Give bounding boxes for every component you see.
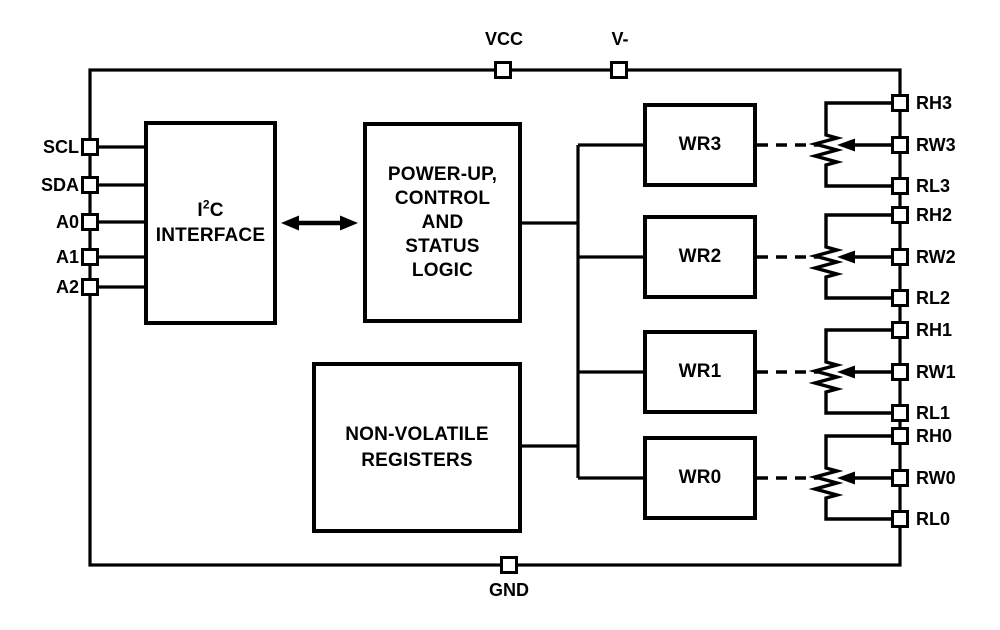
power-label-line5: LOGIC bbox=[411, 259, 474, 281]
resistor-2 bbox=[808, 213, 893, 300]
pin-label-rl0: RL0 bbox=[916, 509, 951, 529]
pin-rh0-square bbox=[891, 427, 909, 445]
pin-label-rl3: RL3 bbox=[916, 176, 951, 196]
wiper-3-arrowhead bbox=[837, 138, 855, 152]
pin-rw2-square bbox=[891, 248, 909, 266]
pin-rl1-square bbox=[891, 404, 909, 422]
pin-gnd-square bbox=[500, 556, 518, 574]
pin-rh2-square bbox=[891, 206, 909, 224]
pin-label-rh3: RH3 bbox=[916, 93, 953, 113]
pin-label-vminus: V- bbox=[611, 29, 629, 49]
non-volatile-registers-block: NON-VOLATILE REGISTERS bbox=[312, 362, 522, 533]
potentiometer-2 bbox=[757, 213, 893, 300]
pin-label-rw2: RW2 bbox=[916, 247, 956, 267]
pin-label-a2: A2 bbox=[55, 277, 79, 297]
resistor-0 bbox=[808, 434, 893, 521]
pin-a2-square bbox=[81, 278, 99, 296]
pin-rh1-square bbox=[891, 321, 909, 339]
pin-label-rw0: RW0 bbox=[916, 468, 956, 488]
wr1-label: WR1 bbox=[678, 361, 722, 382]
power-label-line1: POWER-UP, bbox=[387, 163, 498, 185]
pin-label-a1: A1 bbox=[55, 247, 79, 267]
nv-label-line1: NON-VOLATILE bbox=[345, 423, 489, 445]
pin-rw3-square bbox=[891, 136, 909, 154]
pin-label-vcc: VCC bbox=[484, 29, 524, 49]
bus-to-wr-wires bbox=[578, 143, 643, 480]
pin-label-a0: A0 bbox=[55, 212, 79, 232]
pin-label-rw3: RW3 bbox=[916, 135, 956, 155]
pin-label-scl: SCL bbox=[43, 137, 79, 157]
i2c-label-line2: INTERFACE bbox=[155, 225, 266, 246]
potentiometer-1 bbox=[757, 328, 893, 415]
pin-rl2-square bbox=[891, 289, 909, 307]
pin-label-rl2: RL2 bbox=[916, 288, 951, 308]
wiper-0-arrowhead bbox=[837, 471, 855, 485]
pin-a1-square bbox=[81, 248, 99, 266]
pin-squares bbox=[81, 61, 909, 574]
power-label-line3: AND bbox=[421, 211, 464, 233]
power-up-control-block: POWER-UP, CONTROL AND STATUS LOGIC bbox=[363, 122, 522, 323]
pin-rw1-square bbox=[891, 363, 909, 381]
pin-label-rh0: RH0 bbox=[916, 426, 953, 446]
pin-label-gnd: GND bbox=[489, 580, 529, 600]
pin-scl-square bbox=[81, 138, 99, 156]
pin-a0-square bbox=[81, 213, 99, 231]
pin-rl3-square bbox=[891, 177, 909, 195]
pin-label-rl1: RL1 bbox=[916, 403, 951, 423]
nv-label-line2: REGISTERS bbox=[361, 449, 473, 471]
wr0-label: WR0 bbox=[678, 467, 722, 488]
wr1-register-block: WR1 bbox=[643, 330, 757, 414]
pin-label-rw1: RW1 bbox=[916, 362, 956, 382]
pin-vcc-square bbox=[494, 61, 512, 79]
power-label-line2: CONTROL bbox=[394, 187, 491, 209]
pin-rw0-square bbox=[891, 469, 909, 487]
wr2-register-block: WR2 bbox=[643, 215, 757, 299]
wr3-register-block: WR3 bbox=[643, 103, 757, 187]
wr3-label: WR3 bbox=[678, 134, 722, 155]
potentiometer-3 bbox=[757, 101, 893, 188]
potentiometer-0 bbox=[757, 434, 893, 521]
wr0-register-block: WR0 bbox=[643, 436, 757, 520]
resistor-3 bbox=[808, 101, 893, 188]
i2c-label-line1: I2C bbox=[197, 197, 224, 221]
pin-vminus-square bbox=[610, 61, 628, 79]
power-label-line4: STATUS bbox=[405, 235, 480, 257]
resistor-1 bbox=[808, 328, 893, 415]
wiper-1-arrowhead bbox=[837, 365, 855, 379]
wiper-2-arrowhead bbox=[837, 250, 855, 264]
i2c-power-arrow bbox=[281, 215, 358, 231]
arrowhead-right bbox=[340, 215, 358, 231]
i2c-interface-block: I2C INTERFACE bbox=[144, 121, 277, 325]
pin-sda-square bbox=[81, 176, 99, 194]
pin-rh3-square bbox=[891, 94, 909, 112]
pin-rl0-square bbox=[891, 510, 909, 528]
wr2-label: WR2 bbox=[678, 246, 722, 267]
pin-label-rh2: RH2 bbox=[916, 205, 953, 225]
pin-label-sda: SDA bbox=[40, 175, 79, 195]
pin-label-rh1: RH1 bbox=[916, 320, 953, 340]
arrowhead-left bbox=[281, 215, 299, 231]
